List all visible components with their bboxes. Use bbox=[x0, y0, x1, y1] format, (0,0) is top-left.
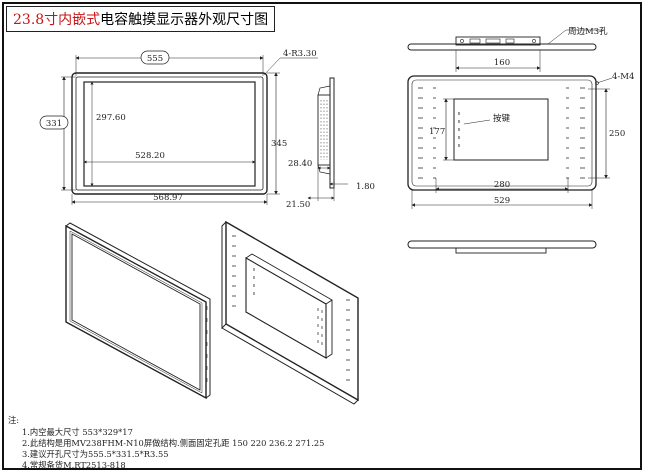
note-line: 3.建议开孔尺寸为555.5*331.5*R3.55 bbox=[22, 449, 169, 459]
drawing-title: 23.8寸内嵌式电容触摸显示器外观尺寸图 bbox=[6, 6, 276, 32]
dim-331-bubble bbox=[39, 115, 69, 130]
note-line: 1.内空最大尺寸 553*329*17 bbox=[22, 427, 133, 437]
iso-back-vents bbox=[232, 235, 350, 381]
dim-right-h: 250 bbox=[609, 129, 625, 139]
dim-depth: 28.40 bbox=[288, 159, 312, 169]
bottom-frame-bar bbox=[407, 240, 597, 249]
dim-total-height: 345 bbox=[271, 139, 287, 149]
notes-heading: 注: bbox=[8, 415, 20, 425]
corner-radius-label: 4-R3.30 bbox=[283, 49, 317, 59]
bottom-view bbox=[407, 240, 597, 254]
side-housing bbox=[317, 94, 331, 166]
front-outer-frame bbox=[71, 72, 268, 195]
top-frame-bar bbox=[407, 43, 597, 51]
top-port-block bbox=[455, 36, 541, 46]
dim-vesa-h: 177 bbox=[429, 127, 445, 137]
dim-vesa-w: 280 bbox=[494, 180, 510, 190]
side-view bbox=[307, 77, 348, 201]
dim-width-outer: 555 bbox=[147, 54, 163, 64]
dim-555-bubble bbox=[140, 50, 170, 65]
iso-front-view bbox=[65, 222, 211, 400]
front-bezel bbox=[75, 76, 264, 191]
dim-inner-width: 528.20 bbox=[135, 151, 165, 161]
dim-total-w: 529 bbox=[494, 196, 510, 206]
side-vent-dots bbox=[320, 100, 328, 160]
title-highlight: 23.8寸内嵌式 bbox=[13, 12, 101, 28]
dim-height-outer: 331 bbox=[46, 119, 62, 129]
dim-inner-height: 297.60 bbox=[96, 113, 126, 123]
note-line: 4.常规备货M.RT2513-818 bbox=[22, 460, 126, 470]
label-holes: 周边M3孔 bbox=[568, 26, 608, 37]
drawing-frame bbox=[2, 2, 642, 470]
dim-total-depth: 21.50 bbox=[286, 200, 310, 210]
top-view bbox=[407, 29, 604, 72]
side-front-panel bbox=[329, 77, 335, 189]
notes-block: 注: 1.内空最大尺寸 553*329*17 2.此结构是用MV238FHM-N… bbox=[8, 415, 324, 471]
note-line: 2.此结构是用MV238FHM-N10屏做结构.侧面固定孔距 150 220 2… bbox=[22, 438, 325, 448]
front-screen-area bbox=[83, 81, 256, 187]
back-view bbox=[407, 75, 613, 209]
dim-bezel: 1.80 bbox=[356, 182, 375, 192]
label-mount-holes: 4-M4 bbox=[612, 72, 634, 82]
iso-back-view bbox=[221, 220, 359, 405]
dim-total-width: 568.97 bbox=[153, 193, 183, 203]
dim-port-width: 160 bbox=[494, 58, 510, 68]
front-view bbox=[39, 50, 318, 205]
back-mount-plate bbox=[453, 98, 549, 161]
iso-front-outer bbox=[65, 224, 207, 400]
iso-front-screen bbox=[71, 233, 201, 391]
back-vent-marks bbox=[418, 87, 585, 179]
bottom-housing bbox=[455, 247, 547, 254]
title-rest: 电容触摸显示器外观尺寸图 bbox=[100, 12, 269, 28]
label-buttons: 按键 bbox=[493, 113, 511, 124]
